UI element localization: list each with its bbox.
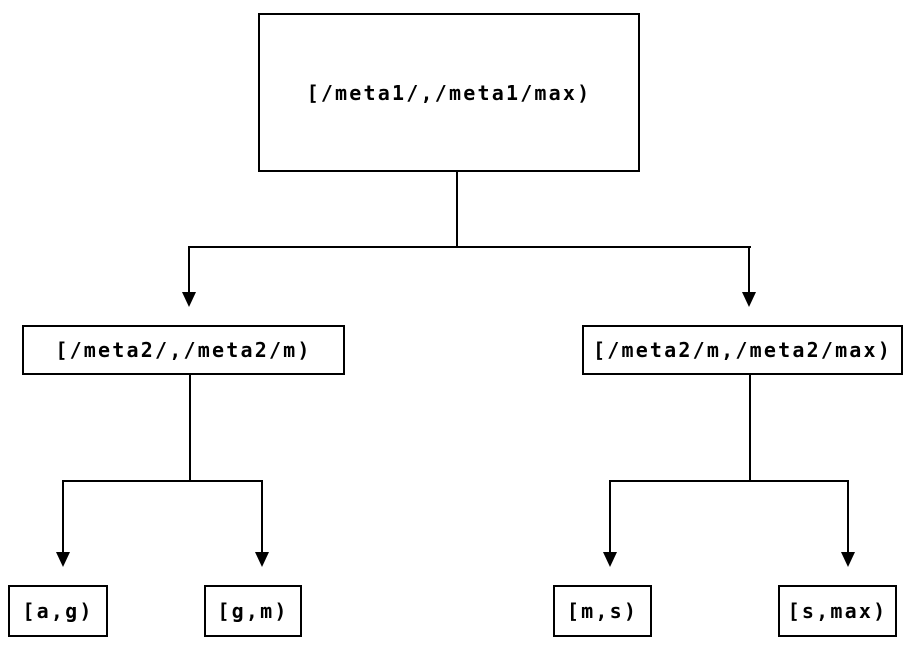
arrow-down-icon xyxy=(182,292,196,307)
arrow-down-icon xyxy=(255,552,269,567)
connector-root-left-drop xyxy=(188,246,190,292)
connector-root-bar xyxy=(188,246,751,248)
leaf-node-ag: [a,g) xyxy=(8,585,108,637)
connector-right-bar xyxy=(609,480,849,482)
arrow-down-icon xyxy=(56,552,70,567)
leaf-node-gm: [g,m) xyxy=(204,585,302,637)
connector-left-stem xyxy=(189,375,191,481)
connector-right-right-drop xyxy=(847,480,849,552)
node-right-child: [/meta2/m,/meta2/max) xyxy=(582,325,903,375)
connector-root-stem xyxy=(456,172,458,247)
leaf-node-ms: [m,s) xyxy=(553,585,652,637)
arrow-down-icon xyxy=(742,292,756,307)
connector-right-stem xyxy=(749,375,751,481)
connector-root-right-drop xyxy=(748,246,750,292)
node-root: [/meta1/,/meta1/max) xyxy=(258,13,640,172)
leaf-node-smax: [s,max) xyxy=(778,585,897,637)
node-left-child: [/meta2/,/meta2/m) xyxy=(22,325,345,375)
connector-right-left-drop xyxy=(609,480,611,552)
arrow-down-icon xyxy=(841,552,855,567)
arrow-down-icon xyxy=(603,552,617,567)
connector-left-right-drop xyxy=(261,480,263,552)
connector-left-bar xyxy=(62,480,263,482)
connector-left-left-drop xyxy=(62,480,64,552)
